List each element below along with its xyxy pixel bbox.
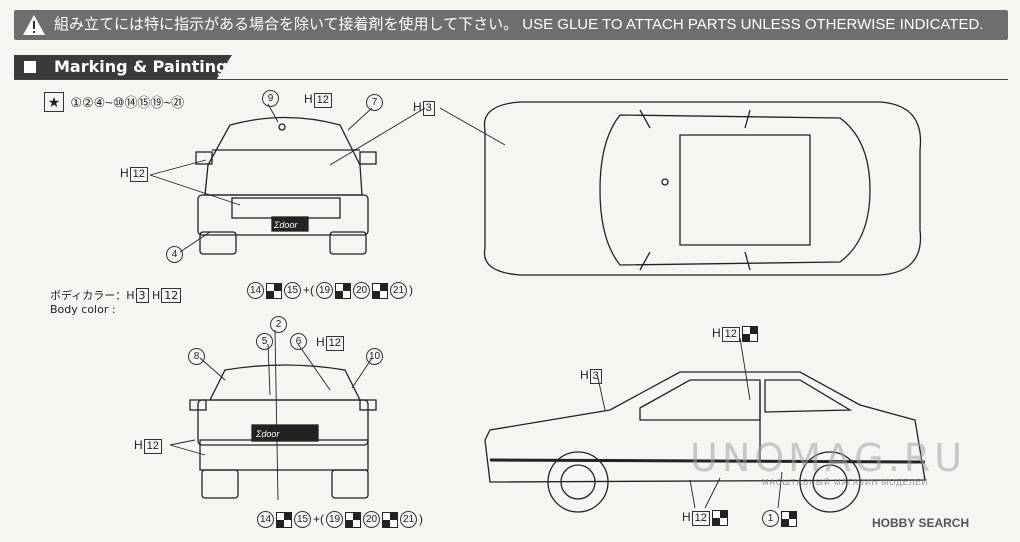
section-header: Marking & Painting [14, 55, 232, 79]
part-8-label: 8 [188, 348, 205, 365]
part-4-label: 4 [166, 246, 183, 263]
section-square-icon [24, 61, 36, 73]
body-color-en: Body color : [50, 303, 116, 316]
checker-icon [711, 510, 728, 526]
part-9-label: 9 [262, 90, 279, 107]
warning-text: 組み立てには特に指示がある場合を除いて接着剤を使用して下さい。 USE GLUE… [54, 16, 984, 33]
front-view-car [195, 116, 377, 255]
checker-icon [266, 282, 282, 299]
front-plate: Σdoor [274, 220, 298, 230]
watermark-sub: МАСШТАБНЫЙ МАГАЗИН МОДЕЛЕЙ [762, 478, 929, 487]
part-5-label: 5 [256, 333, 273, 350]
side-part-1: 1 [762, 510, 799, 527]
warning-bar: 組み立てには特に指示がある場合を除いて接着剤を使用して下さい。 USE GLUE… [14, 10, 1008, 40]
side-view-car [484, 371, 926, 513]
part-6-label: 6 [290, 333, 307, 350]
checker-icon [372, 282, 389, 299]
checker-icon [781, 510, 797, 527]
star-icon: ★ [44, 92, 64, 112]
rear-plate: Σdoor [256, 429, 280, 439]
credit-text: HOBBY SEARCH [872, 516, 970, 530]
part-7-label: 7 [366, 94, 383, 111]
top-view-car [483, 101, 922, 276]
star-parts-list: ①②④~⑩⑭⑮⑲~㉑ [70, 95, 185, 110]
checker-icon [276, 511, 292, 528]
rear-view-car [189, 364, 377, 499]
section-rule [14, 79, 1008, 80]
part-2-label: 2 [270, 316, 287, 333]
checker-icon [335, 282, 352, 299]
part-10-label: 10 [366, 348, 383, 365]
watermark: UNOMAG.RU [690, 436, 967, 480]
leader-lines [149, 103, 783, 509]
warning-icon [23, 15, 45, 35]
body-color-jp: ボディカラー： [50, 289, 127, 302]
checker-icon [382, 511, 399, 528]
star-parts-line: ★ ①②④~⑩⑭⑮⑲~㉑ [44, 92, 184, 112]
checker-icon [345, 511, 362, 528]
checker-icon [741, 326, 758, 342]
section-title: Marking & Painting [54, 57, 228, 76]
